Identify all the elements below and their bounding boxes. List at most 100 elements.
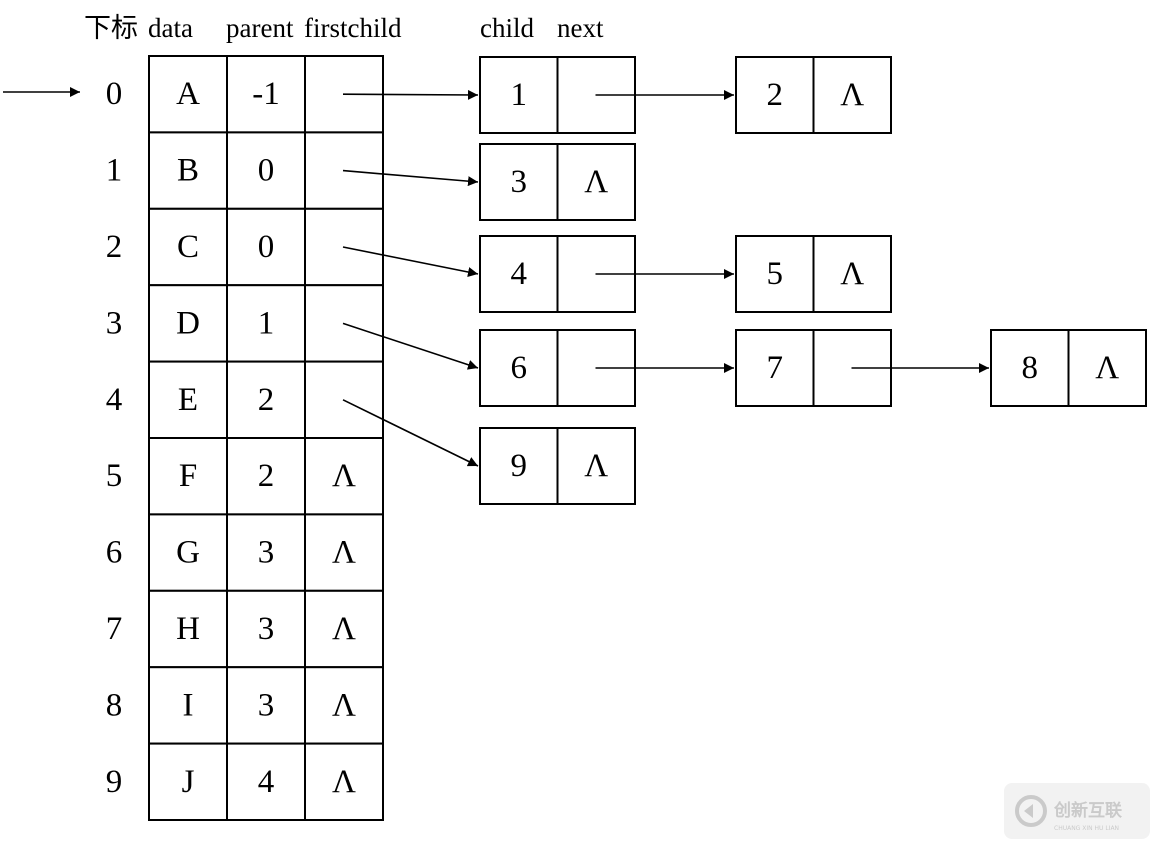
table-row: G 3 Λ 6 [106,513,384,592]
watermark-background [1004,783,1150,839]
child-field [735,329,815,407]
table-row: F 2 Λ 5 [106,437,384,516]
next-value: Λ [840,77,864,113]
cell-parent-text: 3 [258,535,275,571]
watermark-subtext: CHUANG XIN HU LIAN [1054,825,1119,832]
cell-data-text: A [176,76,200,112]
watermark-mark-icon [1015,795,1047,827]
row-index-label: 9 [106,764,123,800]
cell-firstchild-text: Λ [332,611,356,647]
row-index-label: 6 [106,535,123,571]
cell-data-text: D [176,305,200,341]
next-field [556,143,636,221]
child-value: 3 [511,164,528,200]
next-value: Λ [584,164,608,200]
child-field [479,329,559,407]
cell-data-text: F [179,458,197,494]
child-value: 2 [767,77,784,113]
header-index-label: 下标 [84,13,138,43]
cell-parent [226,666,306,745]
firstchild-pointer-arrow [342,169,479,187]
child-value: 9 [511,448,528,484]
row-index-label: 0 [106,76,123,112]
cell-parent [226,55,306,134]
cell-data-text: C [177,229,199,265]
cell-parent-text: 3 [258,611,275,647]
cell-parent-text: -1 [252,76,280,112]
header-firstchild-label: firstchild [304,13,402,43]
header-parent-label: parent [226,13,294,43]
child-value: 1 [511,77,528,113]
row-index-label: 8 [106,687,123,723]
row-index-label: 1 [106,153,123,189]
cell-parent-text: 0 [258,153,275,189]
watermark-mark-icon-inner [1024,804,1033,818]
table-row: J 4 Λ 9 [106,742,384,821]
cell-parent-text: 4 [258,764,275,800]
cell-parent-text: 3 [258,687,275,723]
cell-firstchild-text: Λ [332,764,356,800]
firstchild-pointer-arrow [342,246,479,277]
cell-parent-text: 0 [258,229,275,265]
cell-data-text: H [176,611,200,647]
next-field [812,235,892,313]
child-field [735,235,815,313]
child-field [990,329,1070,407]
table-row: A -1 0 [106,55,384,134]
firstchild-pointer-arrow [342,399,479,467]
cell-data-text: I [183,687,194,723]
cell-data-text: G [176,535,200,571]
cell-firstchild [304,437,384,516]
firstchild-pointer-arrow [342,89,479,100]
child-value: 8 [1022,350,1039,386]
cell-parent [226,284,306,363]
child-value: 5 [767,256,784,292]
cell-data [148,513,228,592]
header-child-label: child [480,13,534,43]
watermark-text: 创新互联 [1053,800,1122,821]
table-row: E 2 4 [106,360,384,440]
child-field [479,427,559,505]
cell-data [148,360,228,440]
cell-data [148,284,228,363]
cell-data-text: E [178,382,198,418]
next-value: Λ [840,256,864,292]
child-value: 4 [511,256,528,292]
cell-data [148,742,228,821]
row-index-label: 7 [106,611,123,647]
table-row: H 3 Λ 7 [106,589,384,669]
firstchild-pointer-arrow [342,322,479,370]
child-field [479,235,559,313]
pointer-arrows [342,89,989,467]
child-field [479,143,559,221]
next-value: Λ [1095,350,1119,386]
cell-parent-text: 2 [258,382,275,418]
child-field [735,56,815,134]
next-field [812,56,892,134]
cell-parent-text: 1 [258,305,275,341]
cell-data-text: J [182,764,195,800]
cell-parent-text: 2 [258,458,275,494]
row-index-label: 5 [106,458,123,494]
header-next-label: next [557,13,604,43]
row-index-label: 4 [106,382,123,418]
next-field [556,427,636,505]
cell-parent [226,742,306,821]
cell-firstchild-text: Λ [332,458,356,494]
header-data-label: data [148,13,193,43]
cell-parent [226,360,306,440]
next-value: Λ [584,448,608,484]
row-index-label: 3 [106,305,123,341]
child-value: 6 [511,350,528,386]
cell-firstchild-text: Λ [332,535,356,571]
